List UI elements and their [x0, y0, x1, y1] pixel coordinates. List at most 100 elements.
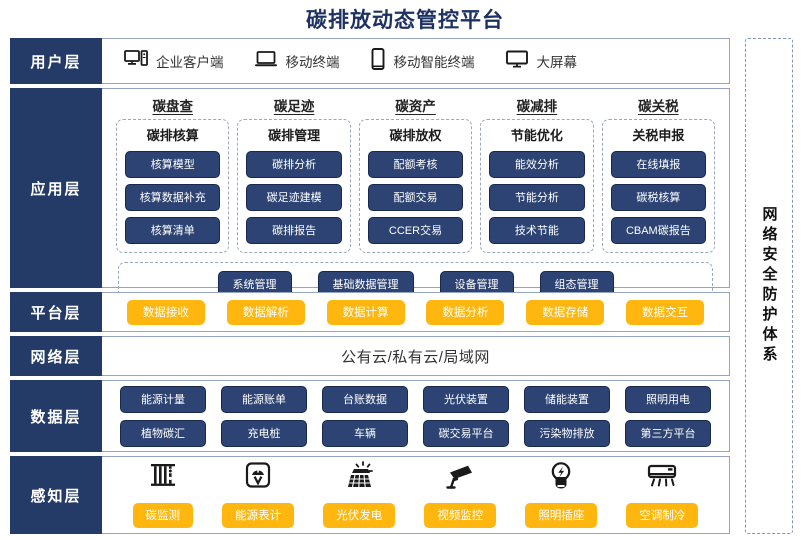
- app-group-carbon-footprint: 碳足迹 碳排管理 碳排分析 碳足迹建模 碳排报告: [237, 95, 351, 253]
- perception-item-air-conditioning[interactable]: 空调制冷: [626, 460, 699, 528]
- app-item-button[interactable]: CCER交易: [367, 217, 464, 244]
- layer-label-perception: 感知层: [10, 456, 102, 534]
- perception-item-label[interactable]: 碳监测: [132, 503, 194, 528]
- layer-label-network: 网络层: [10, 336, 102, 376]
- layer-body-network: 公有云/私有云/局域网: [102, 336, 730, 376]
- app-group-subtitle: 碳排放权: [389, 128, 442, 143]
- app-item-button[interactable]: 核算清单: [125, 217, 221, 244]
- user-item-mobile-terminal[interactable]: 移动终端: [254, 49, 340, 74]
- layer-body-perception: 碳监测 能源表计: [102, 456, 730, 534]
- layer-row-platform: 平台层 数据接收 数据解析 数据计算 数据分析 数据存储 数据交互: [10, 292, 730, 332]
- user-item-label: 大屏幕: [536, 55, 578, 70]
- user-item-label: 移动智能终端: [393, 55, 475, 70]
- perception-item-carbon-monitor[interactable]: 碳监测: [132, 460, 194, 528]
- app-item-button[interactable]: 碳排分析: [246, 151, 342, 178]
- data-item-button[interactable]: 照明用电: [625, 385, 711, 413]
- app-group-title: 碳资产: [395, 99, 436, 114]
- layer-body-application: 碳盘查 碳排核算 核算模型 核算数据补充 核算清单 碳足迹 碳排管理 碳排分析 …: [102, 88, 730, 307]
- page-title: 碳排放动态管控平台: [306, 9, 504, 32]
- layer-row-data: 数据层 能源计量 能源账单 台账数据 光伏装置 储能装置 照明用电 植物碳汇 充…: [10, 380, 730, 452]
- platform-item-button[interactable]: 数据分析: [426, 299, 505, 325]
- layer-body-data: 能源计量 能源账单 台账数据 光伏装置 储能装置 照明用电 植物碳汇 充电桩 车…: [102, 380, 730, 452]
- data-item-button[interactable]: 碳交易平台: [423, 419, 509, 447]
- platform-item-button[interactable]: 数据交互: [626, 299, 705, 325]
- network-text: 公有云/私有云/局域网: [341, 348, 490, 366]
- monitor-icon: [505, 49, 529, 74]
- security-band: 网络安全防护体系: [745, 38, 793, 534]
- perception-item-label[interactable]: 视频监控: [424, 503, 497, 528]
- data-item-button[interactable]: 充电桩: [221, 419, 307, 447]
- perception-item-label[interactable]: 空调制冷: [626, 503, 699, 528]
- perception-item-energy-meter[interactable]: 能源表计: [222, 460, 295, 528]
- cctv-camera-icon: [444, 460, 476, 495]
- layer-row-application: 应用层 碳盘查 碳排核算 核算模型 核算数据补充 核算清单 碳足迹 碳排管理: [10, 88, 730, 307]
- app-item-button[interactable]: 碳排报告: [246, 217, 342, 244]
- application-groups: 碳盘查 碳排核算 核算模型 核算数据补充 核算清单 碳足迹 碳排管理 碳排分析 …: [112, 95, 719, 253]
- data-item-button[interactable]: 储能装置: [524, 385, 610, 413]
- data-row-1: 能源计量 能源账单 台账数据 光伏装置 储能装置 照明用电: [120, 385, 711, 413]
- app-group-carbon-inventory: 碳盘查 碳排核算 核算模型 核算数据补充 核算清单: [116, 95, 230, 253]
- air-conditioner-icon: [646, 460, 678, 495]
- user-item-enterprise-client[interactable]: 企业客户端: [124, 49, 224, 74]
- user-item-smart-mobile-terminal[interactable]: 移动智能终端: [370, 47, 475, 75]
- app-group-subtitle: 碳排管理: [268, 128, 321, 143]
- lightbulb-socket-icon: [547, 460, 575, 495]
- app-item-button[interactable]: 在线填报: [610, 151, 707, 178]
- app-group-carbon-tariff: 碳关税 关税申报 在线填报 碳税核算 CBAM碳报告: [601, 95, 716, 253]
- data-item-button[interactable]: 能源账单: [221, 385, 307, 413]
- data-item-button[interactable]: 植物碳汇: [120, 419, 206, 447]
- data-item-button[interactable]: 能源计量: [120, 385, 206, 413]
- data-item-button[interactable]: 台账数据: [322, 385, 408, 413]
- solar-panel-icon: [343, 460, 375, 495]
- perception-item-label[interactable]: 照明插座: [525, 503, 598, 528]
- perception-item-label[interactable]: 光伏发电: [323, 503, 396, 528]
- app-group-subtitle: 节能优化: [510, 128, 563, 143]
- app-item-button[interactable]: 核算数据补充: [125, 184, 221, 211]
- data-item-button[interactable]: 第三方平台: [625, 419, 711, 447]
- layer-row-network: 网络层 公有云/私有云/局域网: [10, 336, 730, 376]
- app-group-title: 碳关税: [638, 99, 679, 114]
- user-item-large-screen[interactable]: 大屏幕: [505, 49, 578, 74]
- app-item-button[interactable]: 能效分析: [489, 151, 585, 178]
- layer-row-perception: 感知层: [10, 456, 730, 534]
- layer-row-user: 用户层 企业客户端: [10, 38, 730, 84]
- app-group-carbon-asset: 碳资产 碳排放权 配额考核 配额交易 CCER交易: [358, 95, 473, 253]
- perception-item-solar-power[interactable]: 光伏发电: [323, 460, 396, 528]
- data-row-2: 植物碳汇 充电桩 车辆 碳交易平台 污染物排放 第三方平台: [120, 419, 711, 447]
- app-item-button[interactable]: 配额交易: [367, 184, 464, 211]
- app-group-title: 碳减排: [516, 99, 558, 114]
- layer-label-platform: 平台层: [10, 292, 102, 332]
- app-group-subtitle: 碳排核算: [146, 128, 199, 143]
- platform-item-button[interactable]: 数据计算: [326, 299, 405, 325]
- app-group-title: 碳足迹: [273, 99, 315, 114]
- platform-item-button[interactable]: 数据解析: [226, 299, 305, 325]
- app-item-button[interactable]: 碳足迹建模: [246, 184, 342, 211]
- app-item-button[interactable]: 节能分析: [489, 184, 585, 211]
- perception-item-video-surveillance[interactable]: 视频监控: [424, 460, 497, 528]
- app-item-button[interactable]: 核算模型: [125, 151, 221, 178]
- perception-item-lighting-socket[interactable]: 照明插座: [525, 460, 598, 528]
- data-item-button[interactable]: 车辆: [322, 419, 408, 447]
- layer-body-platform: 数据接收 数据解析 数据计算 数据分析 数据存储 数据交互: [102, 292, 730, 332]
- platform-item-button[interactable]: 数据存储: [526, 299, 605, 325]
- perception-item-label[interactable]: 能源表计: [222, 503, 295, 528]
- app-item-button[interactable]: 技术节能: [489, 217, 585, 244]
- user-item-label: 移动终端: [285, 55, 340, 70]
- layer-label-application: 应用层: [10, 88, 102, 288]
- smartphone-icon: [370, 47, 386, 75]
- energy-meter-icon: [243, 460, 273, 495]
- layer-body-user: 企业客户端 移动终端: [102, 38, 730, 84]
- platform-item-button[interactable]: 数据接收: [126, 299, 205, 325]
- layer-label-data: 数据层: [10, 380, 102, 452]
- app-group-title: 碳盘查: [152, 99, 193, 114]
- layer-label-user: 用户层: [10, 38, 102, 84]
- app-item-button[interactable]: CBAM碳报告: [610, 217, 707, 244]
- user-item-label: 企业客户端: [156, 55, 224, 70]
- data-item-button[interactable]: 光伏装置: [423, 385, 509, 413]
- laptop-icon: [254, 49, 278, 74]
- data-item-button[interactable]: 污染物排放: [524, 419, 610, 447]
- app-item-button[interactable]: 配额考核: [367, 151, 464, 178]
- app-item-button[interactable]: 碳税核算: [610, 184, 707, 211]
- security-band-label: 网络安全防护体系: [760, 206, 778, 366]
- app-group-subtitle: 关税申报: [632, 128, 685, 143]
